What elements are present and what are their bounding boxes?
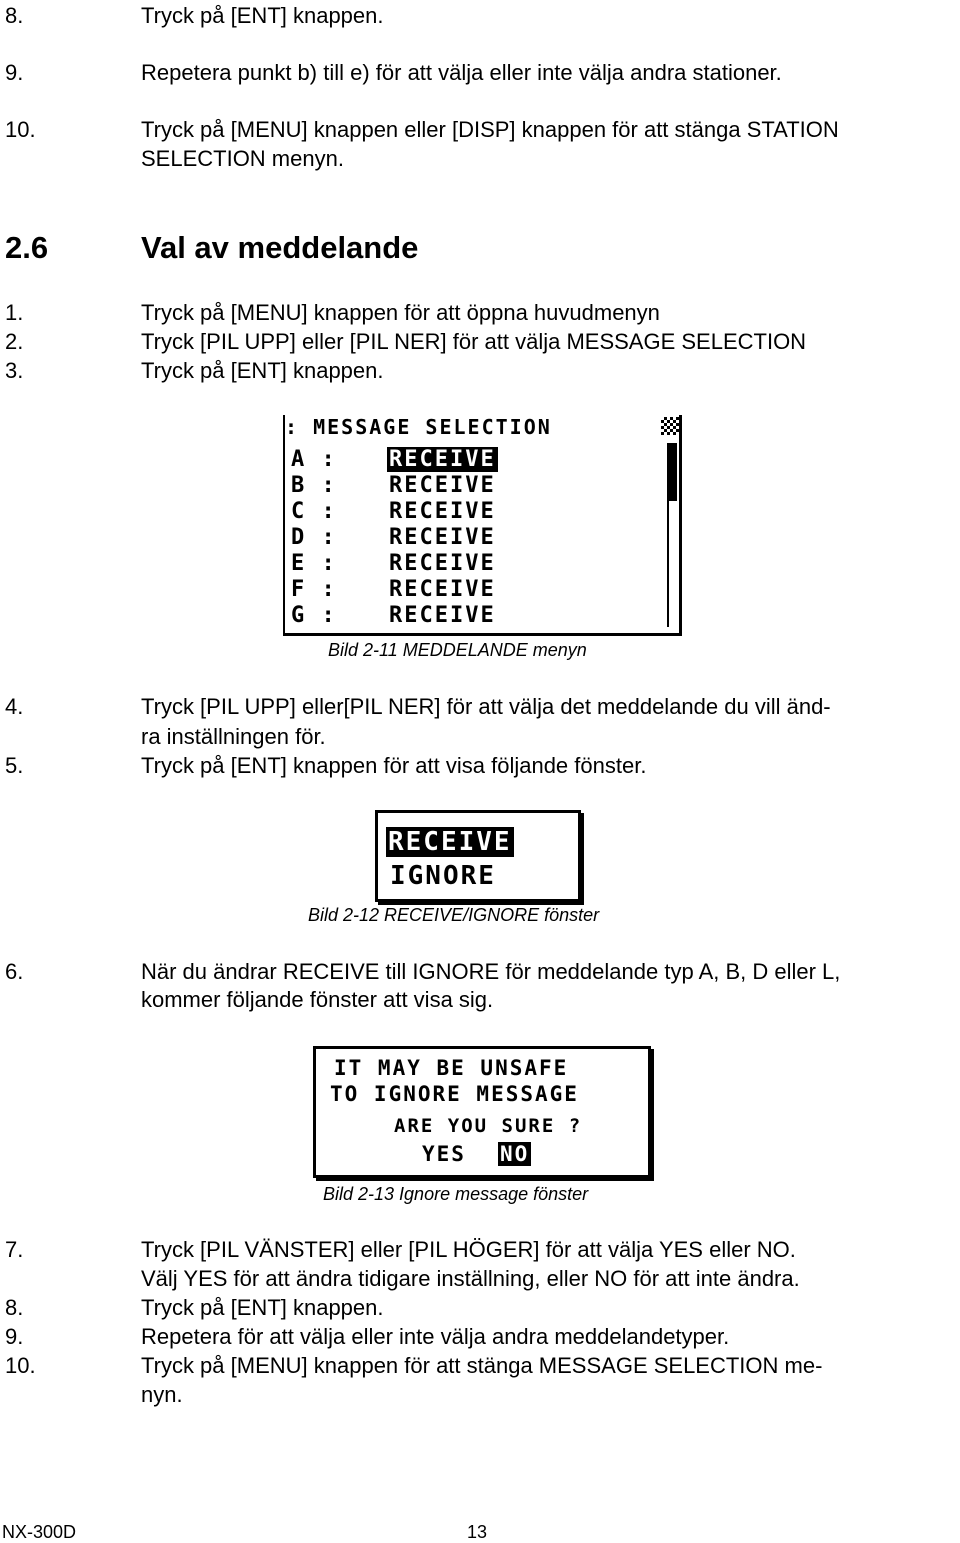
- step-number: 6.: [5, 959, 24, 984]
- row-label: A :: [291, 447, 337, 472]
- row-label: C :: [291, 499, 337, 524]
- checker-pattern-icon: [661, 417, 679, 435]
- no-option-selected[interactable]: NO: [498, 1142, 532, 1166]
- scrollbar[interactable]: [667, 443, 677, 627]
- row-label: D :: [291, 525, 337, 550]
- row-value[interactable]: RECEIVE: [389, 473, 496, 498]
- section-title: Val av meddelande: [141, 230, 419, 265]
- step-text: Tryck på [MENU] knappen eller [DISP] kna…: [141, 117, 839, 142]
- step-text: Tryck [PIL UPP] eller [PIL NER] för att …: [141, 329, 807, 354]
- option-ignore[interactable]: IGNORE: [390, 861, 496, 891]
- step-text: Tryck [PIL VÄNSTER] eller [PIL HÖGER] fö…: [141, 1237, 796, 1262]
- step-number: 3.: [5, 358, 24, 383]
- step-text: Tryck på [ENT] knappen.: [141, 1295, 384, 1320]
- warning-line-1: IT MAY BE UNSAFE: [334, 1056, 569, 1080]
- step-text: Tryck på [MENU] knappen för att stänga M…: [141, 1353, 823, 1378]
- step-text: Tryck på [ENT] knappen.: [141, 358, 384, 383]
- step-text-continued: kommer följande fönster att visa sig.: [141, 987, 494, 1012]
- step-text: När du ändrar RECEIVE till IGNORE för me…: [141, 959, 841, 984]
- row-label: E :: [291, 551, 337, 576]
- row-value[interactable]: RECEIVE: [389, 603, 496, 628]
- row-value[interactable]: RECEIVE: [389, 551, 496, 576]
- row-label: B :: [291, 473, 337, 498]
- step-number: 9.: [5, 1324, 24, 1349]
- row-label: G :: [291, 603, 337, 628]
- step-number: 10.: [5, 117, 36, 142]
- figure-caption: Bild 2-11 MEDDELANDE menyn: [328, 640, 587, 660]
- step-text: Tryck på [ENT] knappen.: [141, 3, 384, 28]
- footer-model: NX-300D: [2, 1522, 77, 1542]
- step-number: 5.: [5, 753, 24, 778]
- step-text: Repetera punkt b) till e) för att välja …: [141, 60, 782, 85]
- page-number: 13: [467, 1522, 488, 1542]
- step-text-continued: nyn.: [141, 1382, 183, 1407]
- figure-caption: Bild 2-13 Ignore message fönster: [323, 1184, 589, 1204]
- step-text-continued: SELECTION menyn.: [141, 146, 344, 171]
- row-label: F :: [291, 577, 337, 602]
- screen-title: : MESSAGE SELECTION: [285, 415, 552, 439]
- step-number: 2.: [5, 329, 24, 354]
- yes-option[interactable]: YES: [422, 1142, 466, 1166]
- row-value[interactable]: RECEIVE: [389, 525, 496, 550]
- figure-caption: Bild 2-12 RECEIVE/IGNORE fönster: [308, 905, 600, 925]
- step-text-continued: Välj YES för att ändra tidigare inställn…: [141, 1266, 800, 1291]
- receive-ignore-screen: RECEIVE IGNORE: [375, 810, 581, 902]
- step-text-continued: ra inställningen för.: [141, 724, 326, 749]
- step-number: 8.: [5, 1295, 24, 1320]
- row-value[interactable]: RECEIVE: [389, 577, 496, 602]
- scrollbar-thumb[interactable]: [669, 443, 677, 501]
- row-value-selected[interactable]: RECEIVE: [387, 447, 498, 472]
- step-text: Repetera för att välja eller inte välja …: [141, 1324, 730, 1349]
- step-number: 4.: [5, 694, 24, 719]
- row-value[interactable]: RECEIVE: [389, 499, 496, 524]
- ignore-warning-screen: IT MAY BE UNSAFE TO IGNORE MESSAGE ARE Y…: [313, 1046, 651, 1178]
- step-text: Tryck på [ENT] knappen för att visa följ…: [141, 753, 647, 778]
- section-number: 2.6: [5, 230, 49, 265]
- step-number: 10.: [5, 1353, 36, 1378]
- step-text: Tryck på [MENU] knappen för att öppna hu…: [141, 300, 660, 325]
- option-receive-selected[interactable]: RECEIVE: [386, 827, 514, 857]
- step-number: 9.: [5, 60, 24, 85]
- warning-line-2: TO IGNORE MESSAGE: [330, 1082, 579, 1106]
- confirm-question: ARE YOU SURE ?: [394, 1115, 583, 1137]
- step-number: 8.: [5, 3, 24, 28]
- step-number: 1.: [5, 300, 24, 325]
- message-selection-screen: : MESSAGE SELECTION A : RECEIVE B : RECE…: [283, 415, 682, 636]
- step-number: 7.: [5, 1237, 24, 1262]
- step-text: Tryck [PIL UPP] eller[PIL NER] för att v…: [141, 694, 831, 719]
